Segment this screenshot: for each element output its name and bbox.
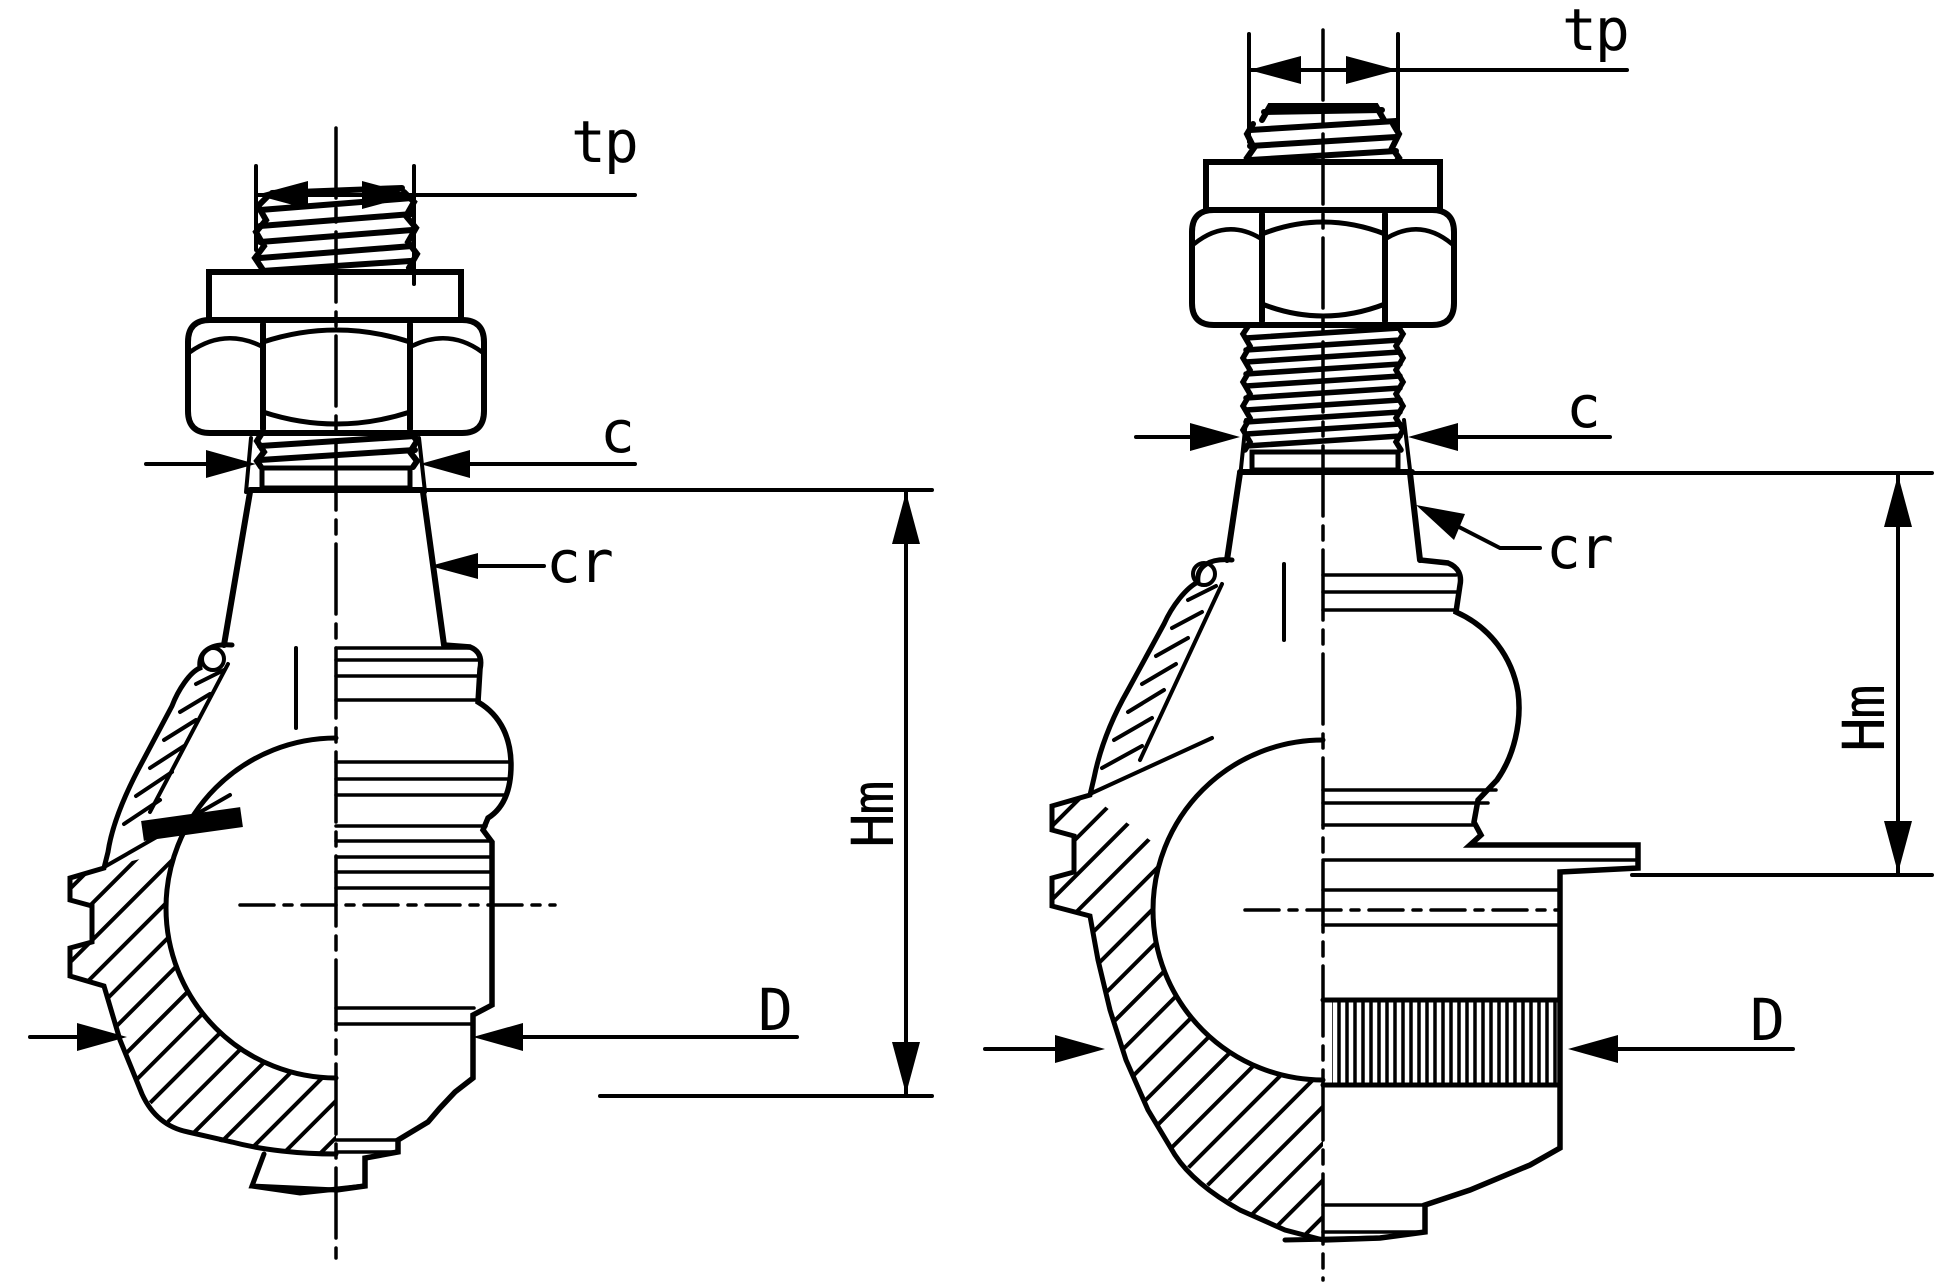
right-hm-label: Hm <box>1830 686 1898 752</box>
right-stud-thread-long <box>1239 322 1407 453</box>
right-housing-exterior <box>1320 557 1641 1243</box>
left-ball-arc <box>163 735 339 1081</box>
right-boot-rungs <box>1100 584 1218 770</box>
right-tp-arrow-right-icon <box>1346 56 1398 84</box>
right-hex-nut <box>1189 207 1457 328</box>
left-tp-arrow-left-icon <box>256 181 308 209</box>
right-cr-arrow-icon <box>1416 505 1465 540</box>
left-housing-rib-lines <box>334 646 513 1154</box>
left-dim-d: D <box>28 976 799 1051</box>
left-dim-hm: Hm <box>416 488 934 1098</box>
left-leader-cr: cr <box>430 528 614 596</box>
left-c-label: c <box>600 398 633 466</box>
right-c-arrow-right-icon <box>1408 423 1458 451</box>
right-d-arrow-right-icon <box>1568 1035 1618 1063</box>
left-taper-cone <box>221 489 447 648</box>
right-dim-tp: tp <box>1247 0 1630 144</box>
left-tp-label: tp <box>571 108 637 176</box>
left-hm-arrow-up-icon <box>892 492 920 544</box>
left-dim-tp: tp <box>254 108 639 286</box>
left-hm-arrow-down-icon <box>892 1042 920 1094</box>
right-ball-arc <box>1150 737 1326 1083</box>
left-ball-joint-figure: tp c cr Hm D <box>28 108 934 1260</box>
right-bottom-cap <box>1282 1235 1383 1243</box>
left-hm-label: Hm <box>839 782 907 848</box>
left-stud-base <box>247 465 427 493</box>
right-d-label: D <box>1750 986 1783 1054</box>
left-boot-rungs <box>122 668 226 826</box>
right-dim-d: D <box>983 986 1795 1063</box>
right-housing-rib-lines <box>1321 573 1638 1234</box>
left-housing-exterior <box>333 642 514 1193</box>
right-hatch-region <box>1052 795 1323 1240</box>
right-c-label: c <box>1566 373 1599 441</box>
left-hex-nut <box>185 317 487 436</box>
left-d-label: D <box>758 976 791 1044</box>
left-bottom-cap <box>248 1151 368 1196</box>
right-hm-arrow-down-icon <box>1884 821 1912 873</box>
left-boot-clamp-band <box>141 807 243 841</box>
left-cr-arrow-icon <box>430 553 478 579</box>
left-d-arrow-left-icon <box>77 1023 127 1051</box>
left-tp-arrow-right-icon <box>362 181 414 209</box>
right-tp-arrow-left-icon <box>1249 56 1301 84</box>
left-cr-label: cr <box>546 528 612 596</box>
right-tp-label: tp <box>1562 0 1628 64</box>
right-hm-arrow-up-icon <box>1884 475 1912 527</box>
right-ball-joint-figure: tp c cr Hm D <box>983 0 1934 1282</box>
left-c-arrow-right-icon <box>420 450 470 478</box>
right-knurl-band <box>1332 1002 1560 1084</box>
left-boot-lip <box>200 646 226 672</box>
left-d-arrow-right-icon <box>473 1023 523 1051</box>
right-cr-label: cr <box>1546 514 1612 582</box>
left-hatch-region <box>70 850 336 1154</box>
left-stud-thread-lower <box>253 430 421 470</box>
right-dim-c: c <box>1134 373 1612 480</box>
right-dim-hm: Hm <box>1410 471 1934 877</box>
right-boot-section <box>1049 557 1326 1243</box>
right-leader-cr: cr <box>1416 505 1614 582</box>
left-c-arrow-left-icon <box>206 450 256 478</box>
right-boot-lip <box>1191 561 1217 587</box>
right-taper-cone <box>1224 470 1423 563</box>
right-stud-base <box>1237 449 1415 475</box>
right-d-arrow-left-icon <box>1055 1035 1105 1063</box>
left-dim-c: c <box>144 398 637 494</box>
right-c-arrow-left-icon <box>1190 423 1240 451</box>
